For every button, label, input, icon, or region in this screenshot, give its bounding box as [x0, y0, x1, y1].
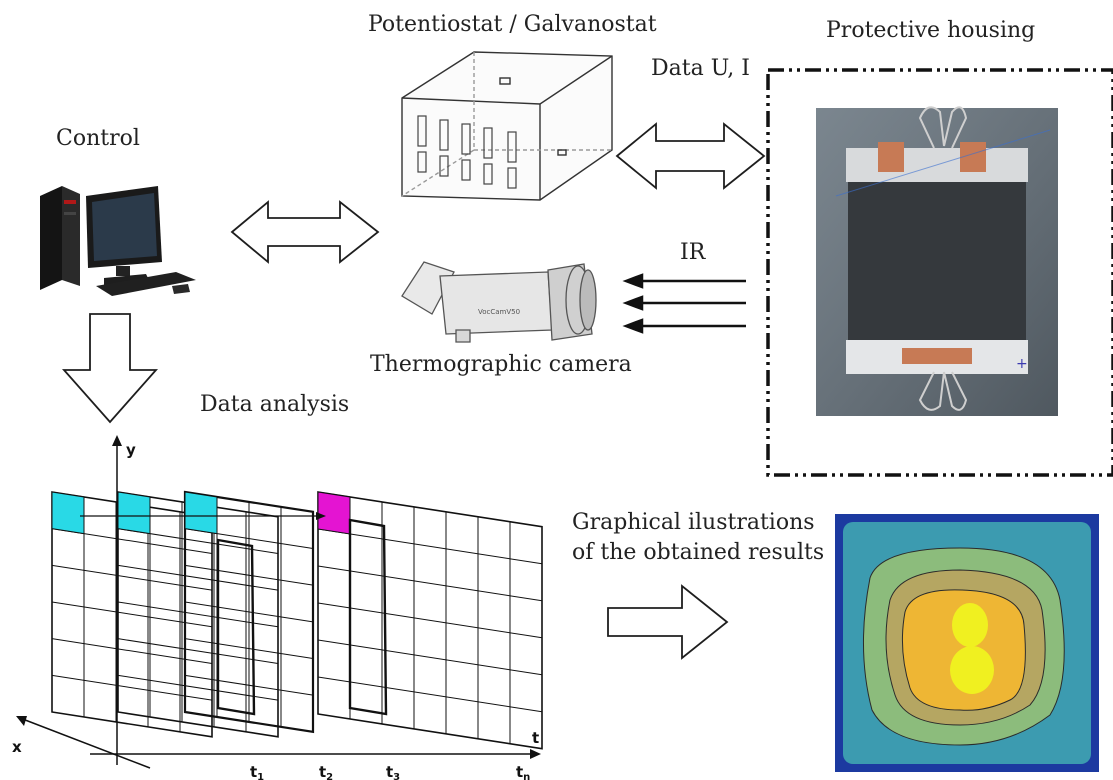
time-frame-4 — [317, 491, 543, 750]
double-arrow-control — [230, 200, 380, 264]
ir-label: IR — [680, 240, 706, 265]
graphical-illustrations-label: Graphical ilustrations of the obtained r… — [572, 510, 825, 565]
thermographic-camera-icon: VocCamV50 — [401, 261, 597, 343]
highlighted-pixel-cell — [117, 491, 151, 535]
desktop-computer-icon — [40, 186, 196, 296]
tick-t2: t2 — [319, 763, 333, 780]
t-axis-label: t — [532, 729, 539, 747]
highlighted-pixel-cell — [51, 491, 85, 535]
y-axis-label: y — [126, 441, 136, 459]
tick-tn: tn — [516, 763, 530, 780]
time-frame-stack — [51, 490, 543, 750]
potentiostat-device-icon — [401, 51, 613, 201]
battery-cell-photo: + — [816, 106, 1058, 416]
double-arrow-housing — [615, 122, 766, 190]
selected-column-outline — [216, 538, 256, 716]
camera-label: Thermographic camera — [370, 352, 632, 377]
selected-column-outline — [348, 518, 388, 716]
data-analysis-label: Data analysis — [200, 392, 350, 417]
data-ui-label: Data U, I — [651, 56, 750, 81]
x-axis-label: x — [12, 738, 22, 756]
ir-arrows — [622, 273, 746, 334]
control-label: Control — [56, 126, 140, 151]
thermal-heatmap-image — [835, 514, 1099, 772]
tick-t1: t1 — [250, 763, 264, 780]
right-arrow-results — [607, 584, 729, 660]
time-frame-3 — [183, 490, 315, 734]
time-frame-2 — [117, 491, 279, 738]
down-arrow-analysis — [62, 313, 158, 424]
svg-text:VocCamV50: VocCamV50 — [478, 308, 520, 316]
axes: y x t t1 t2 t3 tn — [12, 435, 541, 780]
protective-housing-label: Protective housing — [826, 18, 1036, 43]
potentiostat-label: Potentiostat / Galvanostat — [368, 12, 657, 37]
highlighted-pixel-cell — [317, 491, 351, 535]
highlighted-pixel-cell — [184, 491, 218, 535]
tick-t3: t3 — [386, 763, 400, 780]
protective-housing-box — [766, 68, 1113, 477]
svg-text:+: + — [1016, 356, 1028, 372]
